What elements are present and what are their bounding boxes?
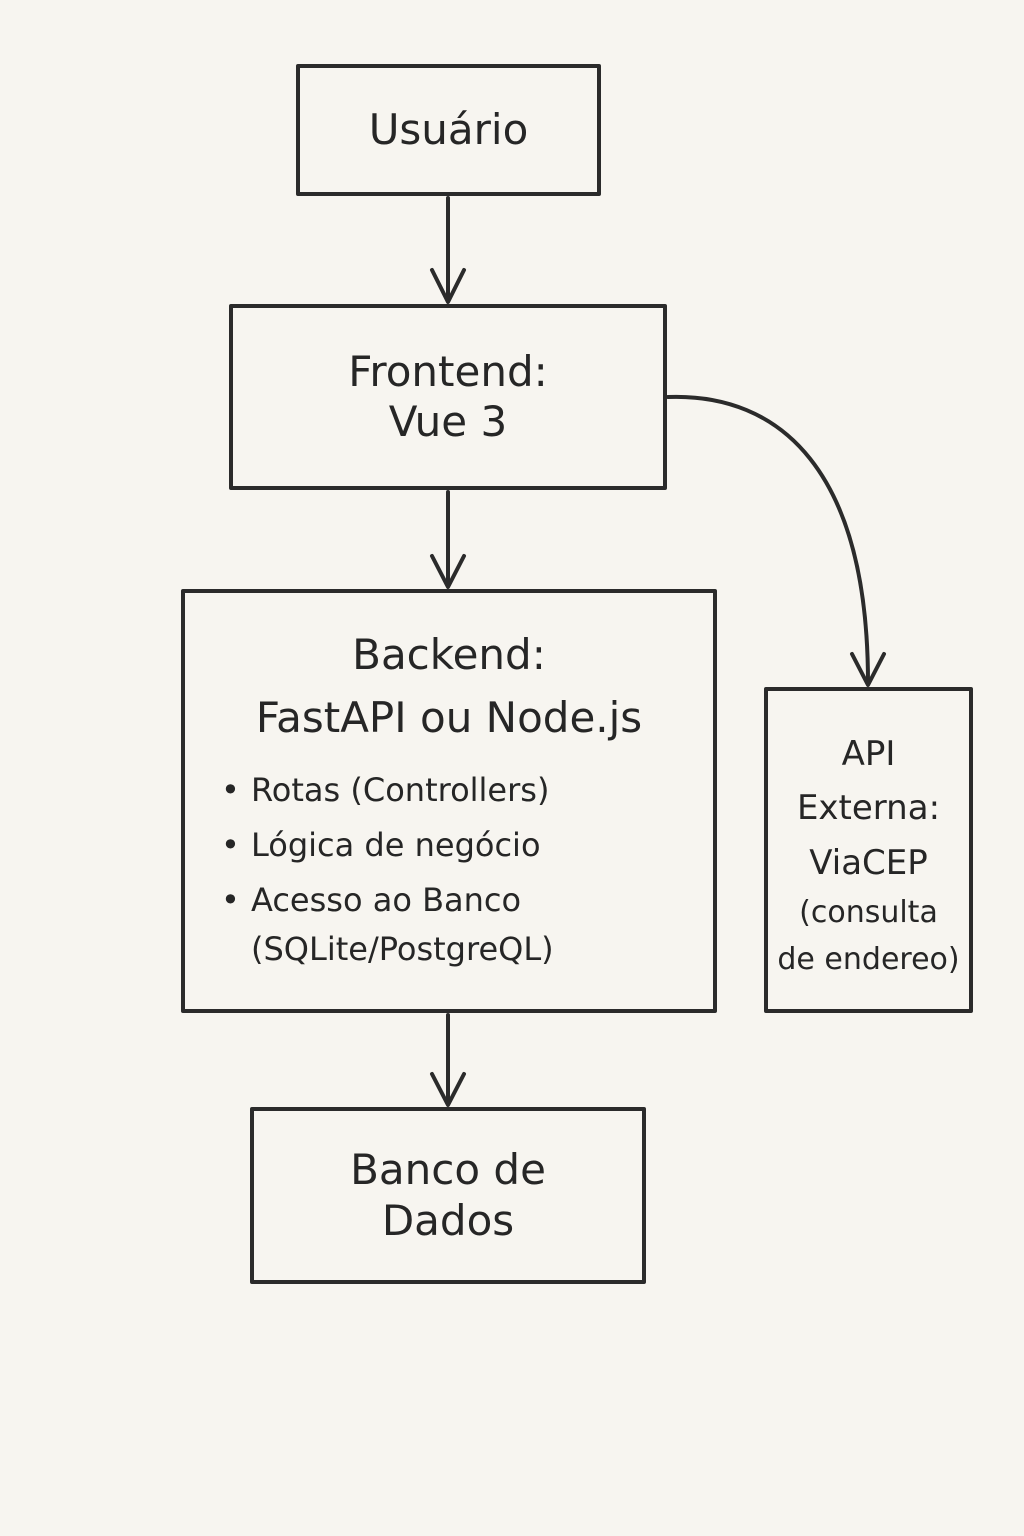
node-banco-line-2: Dados (381, 1195, 515, 1245)
list-item-continuation: (SQLite/PostgreQL) (251, 930, 554, 968)
node-usuario-label: Usuário (368, 104, 529, 154)
node-backend-title: Backend: (352, 630, 546, 679)
list-item-text: Lógica de negócio (251, 826, 541, 864)
node-frontend-tech: Vue 3 (388, 397, 508, 446)
edge-frontend-backend (430, 490, 466, 589)
bullet-icon: • (221, 771, 240, 809)
list-item: • Rotas (Controllers) (221, 763, 713, 818)
node-api-line-1: API (841, 733, 896, 774)
node-frontend-title: Frontend: (348, 346, 548, 396)
node-backend-tech: FastAPI ou Node.js (255, 693, 643, 742)
bullet-icon: • (221, 881, 240, 919)
list-item: • Lógica de negócio (221, 818, 713, 873)
node-api-line-5: de endereo) (777, 941, 960, 977)
edge-backend-banco (430, 1013, 466, 1107)
node-banco-line-1: Banco de (350, 1145, 546, 1195)
backend-responsibilities-list: •Rotas (Controllers) •Lógica de negócio … (185, 763, 713, 977)
node-api-line-4: (consulta (799, 895, 938, 931)
node-banco-de-dados: Banco de Dados (250, 1107, 646, 1284)
list-item-text: Rotas (Controllers) (251, 771, 550, 809)
node-api-line-2: Externa: (796, 788, 941, 829)
node-frontend: Frontend: Vue 3 (229, 304, 667, 490)
bullet-icon: • (221, 826, 240, 864)
list-item: • Acesso ao Banco (SQLite/PostgreQL) (221, 873, 713, 977)
node-api-line-3: ViaCEP (809, 842, 928, 883)
edge-usuario-frontend (430, 196, 466, 304)
list-item-text: Acesso ao Banco (251, 881, 522, 919)
node-api-externa: API Externa: ViaCEP (consulta de endereo… (764, 687, 973, 1013)
edge-frontend-api-externa (666, 394, 886, 687)
node-usuario: Usuário (296, 64, 601, 196)
node-backend: Backend: FastAPI ou Node.js • Rotas (Cont… (181, 589, 717, 1013)
